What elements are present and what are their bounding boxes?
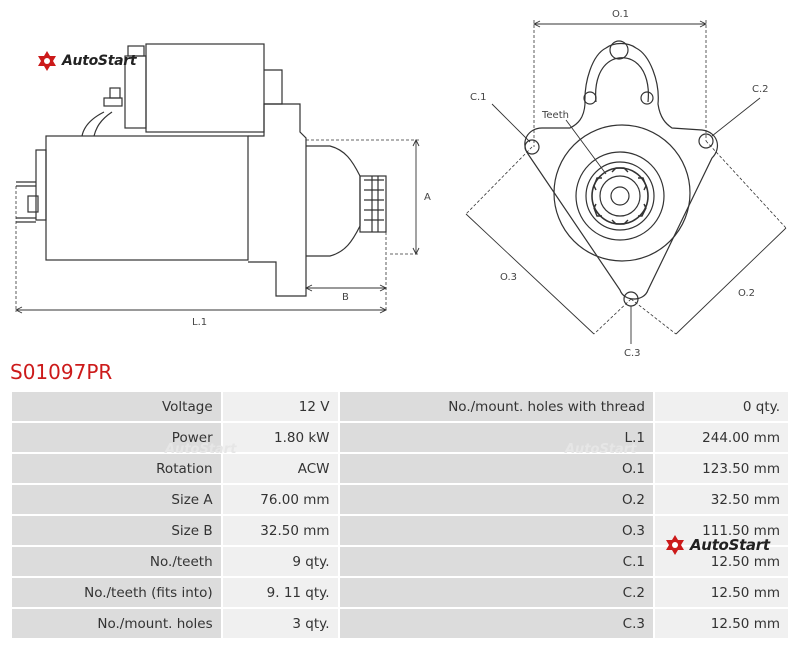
spec-value: 12.50 mm [654,578,788,607]
table-row: No./teeth 9 qty. C.1 12.50 mm [12,547,788,576]
logo-icon [38,51,56,71]
spec-value: 76.00 mm [222,485,338,514]
brand-logo: AutoStart [36,50,137,72]
spec-value: ACW [222,454,338,483]
spec-value: 3 qty. [222,609,338,638]
part-number: S01097PR [10,360,113,384]
spec-value: 123.50 mm [654,454,788,483]
spec-label: Rotation [12,454,221,483]
front-view [524,40,719,307]
table-row: No./mount. holes 3 qty. C.3 12.50 mm [12,609,788,638]
table-row: Power 1.80 kW L.1 244.00 mm [12,423,788,452]
side-dimensions [15,139,420,312]
spec-value: 0 qty. [654,392,788,421]
table-row: Rotation ACW O.1 123.50 mm [12,454,788,483]
spec-label: Voltage [12,392,221,421]
spec-label: Size A [12,485,221,514]
dimension-label-o2: O.2 [738,288,755,299]
spec-label: No./teeth [12,547,221,576]
brand-logo-table: AutoStart [664,534,770,556]
logo-text: AutoStart [62,53,137,69]
spec-value: 32.50 mm [222,516,338,545]
spec-label: Size B [12,516,221,545]
logo-text: AutoStart [690,536,770,554]
spec-label: C.3 [339,609,653,638]
spec-label: O.2 [339,485,653,514]
spec-label: No./mount. holes [12,609,221,638]
dimension-label-c3: C.3 [624,348,641,359]
spec-label: C.2 [339,578,653,607]
spec-label: No./teeth (fits into) [12,578,221,607]
front-dimension-arrows [465,20,787,344]
dimension-label-b: B [342,292,349,303]
spec-value: 9 qty. [222,547,338,576]
spec-label: Power [12,423,221,452]
table-row: Voltage 12 V No./mount. holes with threa… [12,392,788,421]
logo-icon [666,535,684,555]
solenoid [145,43,265,133]
spec-label: O.3 [339,516,653,545]
table-row: Size A 76.00 mm O.2 32.50 mm [12,485,788,514]
side-dimension-arrows [14,138,420,314]
spec-value: 1.80 kW [222,423,338,452]
spec-value: 244.00 mm [654,423,788,452]
table-row: No./teeth (fits into) 9. 11 qty. C.2 12.… [12,578,788,607]
spec-value: 9. 11 qty. [222,578,338,607]
pinion [359,175,387,233]
motor-body [45,135,249,261]
side-view [16,43,387,297]
technical-drawing: A B L.1 O.1 O.2 O.3 C.1 C.2 C.3 Teeth [14,9,787,359]
mounting-flange [524,42,719,300]
mount-hole-c2 [698,133,714,149]
spec-label: C.1 [339,547,653,576]
dimension-label-a: A [424,192,431,203]
spec-label: L.1 [339,423,653,452]
spec-label: No./mount. holes with thread [339,392,653,421]
spec-label: O.1 [339,454,653,483]
dimension-label-teeth: Teeth [541,110,569,121]
front-dimensions [465,20,787,335]
dimension-label-c1: C.1 [470,92,487,103]
mount-hole-c1 [524,139,540,155]
pinion-teeth [593,167,647,225]
spec-value: 12.50 mm [654,547,788,576]
dimension-label-c2: C.2 [752,84,769,95]
spec-value: 12.50 mm [654,609,788,638]
table-row: Size B 32.50 mm O.3 111.50 mm [12,516,788,545]
spec-value: 32.50 mm [654,485,788,514]
specs-table: Voltage 12 V No./mount. holes with threa… [10,390,790,640]
dimension-label-l1: L.1 [192,317,207,328]
dimension-label-o1: O.1 [612,9,629,20]
dimension-label-o3: O.3 [500,272,517,283]
spec-value: 12 V [222,392,338,421]
